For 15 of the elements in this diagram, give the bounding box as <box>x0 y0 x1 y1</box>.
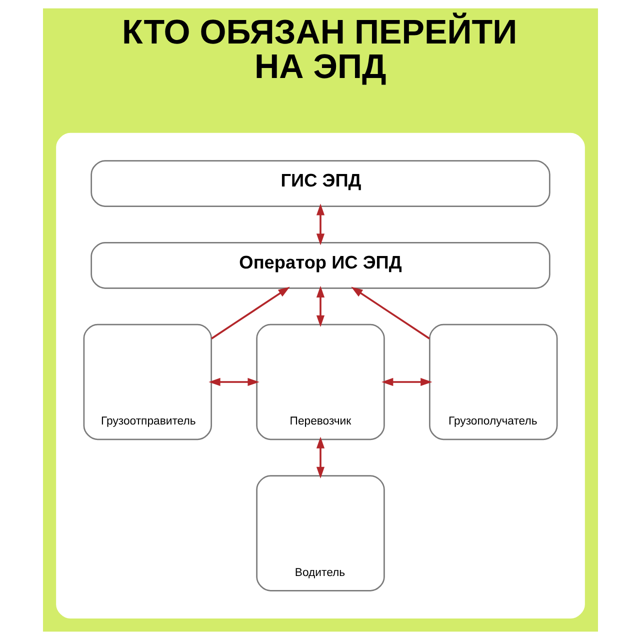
node-box: Грузополучатель <box>428 324 558 440</box>
node-box: ГИС ЭПД <box>90 160 550 207</box>
arrow <box>210 286 290 340</box>
cluster <box>56 132 584 619</box>
arrow <box>316 436 324 478</box>
diagram-title: КТО ОБЯЗАН ПЕРЕЙТИ НА ЭПД <box>122 14 517 86</box>
arrow <box>316 204 324 246</box>
node-box: Грузоотправитель <box>82 324 212 440</box>
node-box: Водитель <box>256 475 384 592</box>
node-box: Перевозчик <box>256 324 384 440</box>
arrow <box>316 286 324 327</box>
node-box: Оператор ИС ЭПД <box>90 242 550 289</box>
arrow <box>350 286 430 340</box>
arrow <box>208 378 259 386</box>
arrow <box>381 378 432 386</box>
